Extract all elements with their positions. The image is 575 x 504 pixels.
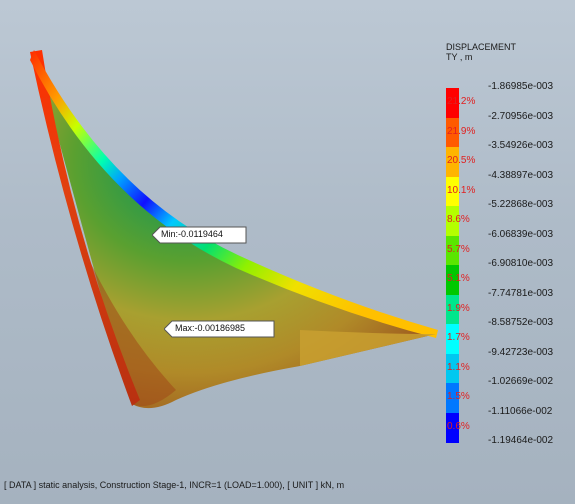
legend-value: -6.06839e-003 — [488, 228, 554, 240]
legend-color-band — [446, 147, 459, 177]
legend-color-band — [446, 88, 459, 118]
legend-percentage: 1.9% — [447, 302, 470, 314]
legend-percentage: 20.5% — [447, 155, 476, 166]
legend-unit: TY , m — [446, 52, 473, 62]
legend-percentage: 10.1% — [447, 184, 476, 196]
shell-shadow — [80, 240, 176, 407]
legend-percentage: 0.6% — [447, 420, 470, 432]
legend-percentage: 5.7% — [447, 243, 470, 255]
legend-percentage: 1.5% — [447, 391, 470, 402]
analysis-info-footer: [ DATA ] static analysis, Construction S… — [4, 480, 345, 490]
legend-color-band — [446, 383, 459, 413]
legend-color-band — [446, 235, 459, 266]
legend-title: DISPLACEMENT — [446, 42, 517, 52]
legend-color-band — [446, 294, 459, 325]
legend-color-band — [446, 353, 459, 384]
min-label: Min:-0.0119464 — [161, 229, 223, 239]
shell-right-tip — [300, 330, 436, 366]
shell-left-edge — [30, 50, 140, 406]
legend-percentage: 1.7% — [447, 332, 470, 343]
legend-value: -7.74781e-003 — [488, 287, 554, 299]
legend-value: -1.02669e-002 — [488, 376, 554, 387]
legend-value: -1.11066e-002 — [488, 405, 553, 417]
legend-value: -1.19464e-002 — [488, 435, 554, 446]
shell-surface — [36, 56, 436, 409]
legend-color-band — [446, 206, 459, 236]
max-label: Max:-0.00186985 — [175, 323, 246, 333]
legend-value: -4.38897e-003 — [488, 169, 554, 181]
legend-color-band — [446, 265, 459, 295]
legend-percentage: 1.1% — [447, 361, 470, 373]
legend-percentage: 8.6% — [447, 214, 470, 225]
min-callout-pointer — [152, 226, 247, 244]
legend-value: -1.86985e-003 — [488, 81, 554, 92]
legend-value: -5.22868e-003 — [488, 199, 554, 210]
legend-value: -6.90810e-003 — [488, 258, 554, 269]
legend-value: -8.58752e-003 — [488, 317, 554, 328]
legend-percentage: 21.2% — [447, 96, 476, 107]
legend-color-band — [446, 412, 459, 443]
legend-color-band — [446, 117, 459, 148]
legend-color-band — [446, 176, 459, 207]
legend-value: -9.42723e-003 — [488, 346, 554, 358]
displacement-legend: DISPLACEMENT TY , m 21.2% 21.9% 20.5% 10.1%… — [446, 42, 575, 472]
legend-color-band — [446, 324, 459, 354]
legend-value: -2.70956e-003 — [488, 110, 554, 122]
legend-percentage: 5.1% — [447, 273, 470, 284]
max-callout-pointer — [164, 320, 275, 338]
legend-percentage: 21.9% — [447, 125, 476, 137]
legend-value: -3.54926e-003 — [488, 140, 554, 151]
